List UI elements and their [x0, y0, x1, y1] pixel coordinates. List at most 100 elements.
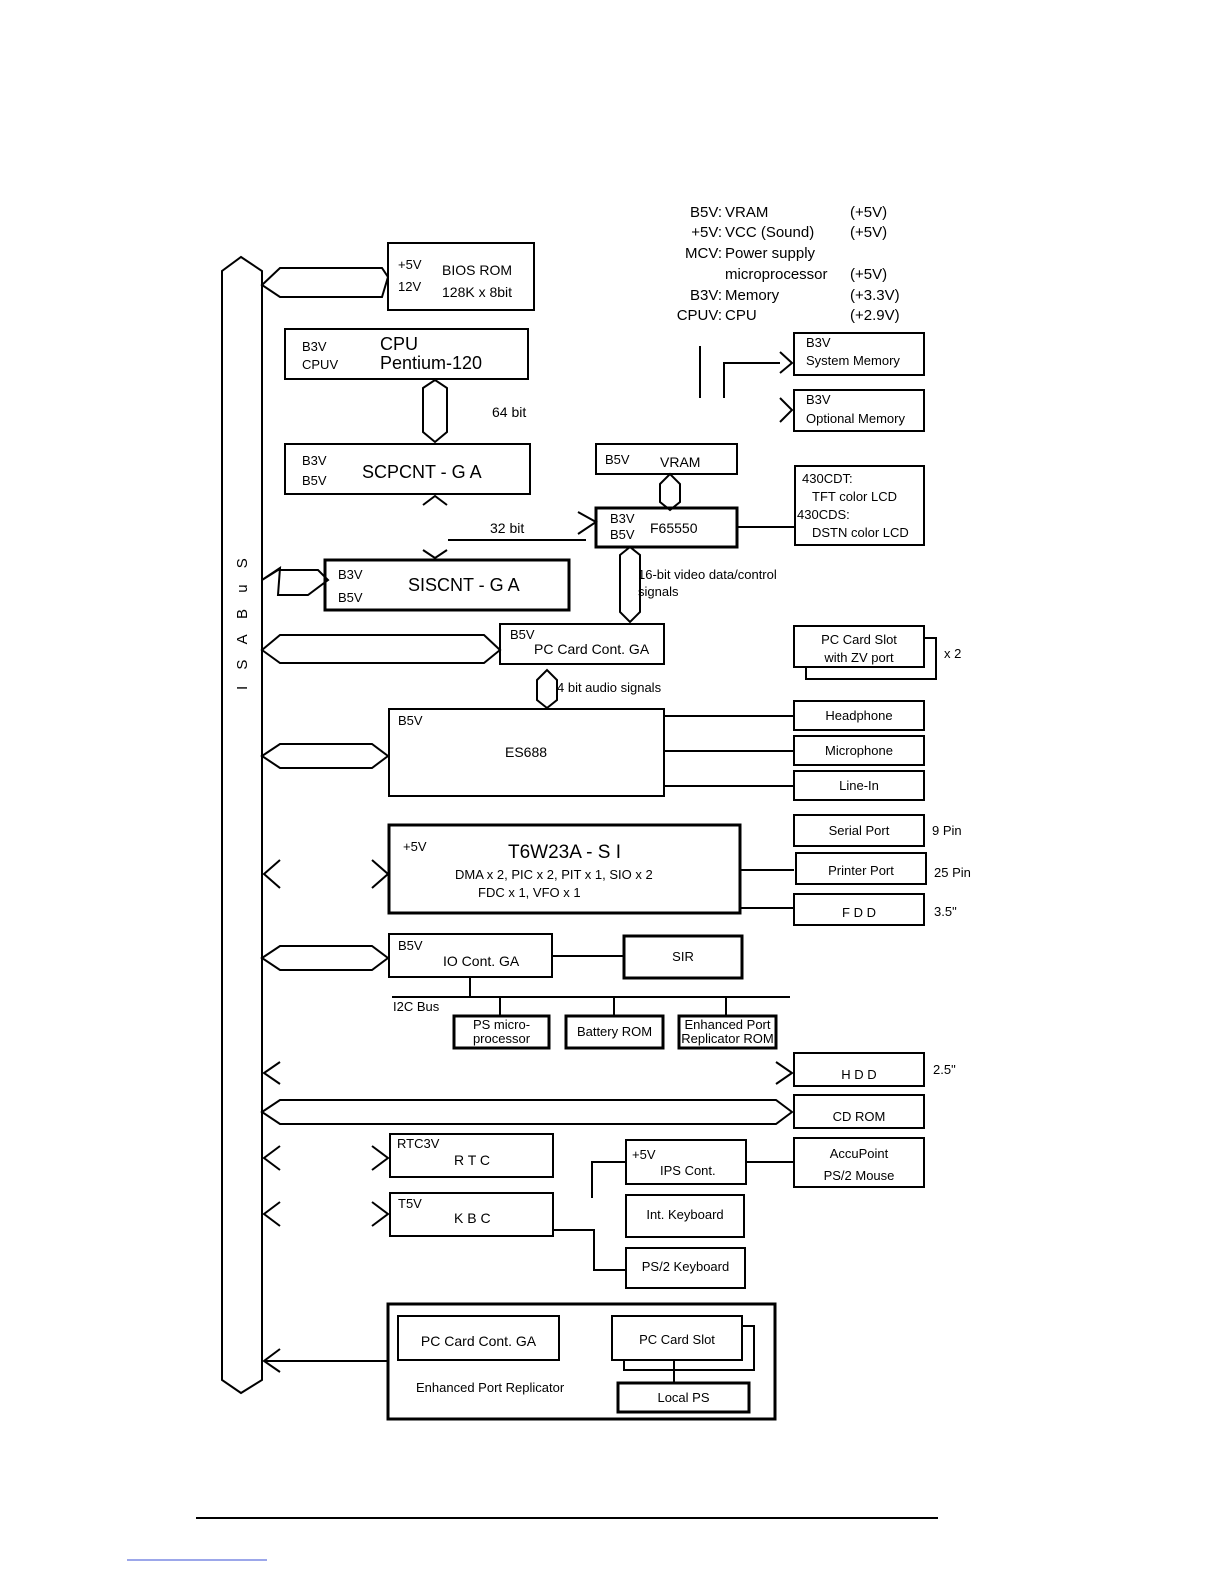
serial-port-label: Serial Port — [828, 823, 890, 838]
kbc-name: K B C — [454, 1210, 491, 1226]
legend-rail: CPUV: — [676, 307, 722, 324]
pccc-name: PC Card Cont. GA — [534, 641, 650, 657]
bus-arrow-rtc-r — [371, 1145, 390, 1171]
legend-desc: VRAM — [725, 204, 769, 221]
bus-arrow-io — [260, 945, 390, 971]
legend-volt: (+3.3V) — [850, 287, 900, 304]
bios-name: BIOS ROM — [442, 262, 513, 278]
hdd-box — [793, 1052, 925, 1087]
es688-box — [388, 708, 665, 797]
legend-rail: +5V: — [691, 224, 722, 241]
scpcnt-name: SCPCNT - G A — [362, 462, 482, 482]
bus-arrow-t6w-r — [371, 859, 390, 889]
f65550-name: F65550 — [650, 520, 698, 536]
epr-slot-label: PC Card Slot — [639, 1332, 715, 1347]
vram-p1: B5V — [605, 452, 630, 467]
legend-volt: (+2.9V) — [850, 307, 900, 324]
vram-name: VRAM — [660, 454, 701, 470]
cpu-sub: Pentium-120 — [380, 353, 483, 373]
legend-rail: B3V: — [690, 287, 722, 304]
pcslot-mult: x 2 — [944, 646, 962, 661]
optmem-name: Optional Memory — [806, 411, 905, 426]
epr-pccc-label: PC Card Cont. GA — [420, 1333, 537, 1349]
legend-desc: VCC (Sound) — [725, 224, 815, 241]
cpu-name: CPU — [380, 334, 419, 354]
sysmem-name: System Memory — [806, 353, 900, 368]
headphone-box — [793, 700, 925, 731]
iocont-name: IO Cont. GA — [443, 953, 520, 969]
epr-pccc-box — [397, 1315, 560, 1361]
bios-p1: +5V — [398, 257, 422, 272]
audio-sig-label: 4 bit audio signals — [557, 680, 662, 695]
bus-arrow-bios — [260, 267, 390, 298]
printer-port-label: Printer Port — [828, 863, 894, 878]
legend-desc: Memory — [725, 287, 780, 304]
sysmem-p1: B3V — [806, 335, 831, 350]
lcd-l3: 430CDS: — [797, 507, 850, 522]
legend-volt: (+5V) — [850, 224, 888, 241]
hdd-note: 2.5" — [933, 1062, 956, 1077]
es688-p1: B5V — [398, 713, 423, 728]
bus-arrow-hdd-r — [775, 1061, 794, 1085]
fdd-label: F D D — [842, 905, 876, 920]
sisont-name: SISCNT - G A — [408, 575, 520, 595]
bus-arrow-es688 — [260, 743, 390, 769]
optmem-p1: B3V — [806, 392, 831, 407]
cdrom-label: CD ROM — [832, 1109, 886, 1124]
bus32-label: 32 bit — [490, 520, 525, 536]
epr-rom-box — [677, 1014, 778, 1050]
psmicro-l2: processor — [472, 1031, 531, 1046]
ips-name: IPS Cont. — [660, 1163, 716, 1178]
lcd-l4: DSTN color LCD — [812, 525, 909, 540]
bus-arrow-rtc-l — [262, 1145, 281, 1171]
int-keyboard-box — [625, 1194, 745, 1238]
legend-volt: (+5V) — [850, 266, 888, 283]
local-ps-label: Local PS — [657, 1390, 710, 1405]
pc-card-cont-box — [499, 623, 665, 665]
epr-slot-box — [611, 1315, 743, 1361]
isa-bus-label: I S A B u S — [234, 552, 251, 690]
bios-sub: 128K x 8bit — [442, 284, 513, 300]
printer-port-note: 25 Pin — [934, 865, 971, 880]
ps-micro-box — [452, 1014, 551, 1050]
bus-arrow-sis — [261, 566, 330, 596]
microphone-label: Microphone — [825, 743, 893, 758]
epr-box — [386, 1302, 777, 1421]
cpu-p1: B3V — [302, 339, 327, 354]
fdd-box — [793, 893, 925, 926]
legend-desc: microprocessor — [725, 266, 828, 283]
bus-arrow-t6w-l — [262, 859, 281, 889]
lcd-l1: 430CDT: — [802, 471, 853, 486]
sir-box — [622, 934, 744, 980]
kbc-p1: T5V — [398, 1196, 422, 1211]
headphone-label: Headphone — [825, 708, 893, 723]
cpu-bus-label: 64 bit — [492, 404, 527, 420]
vram-link — [659, 472, 681, 512]
vram-box — [595, 443, 738, 475]
pcslot-l1: PC Card Slot — [821, 632, 897, 647]
sisont-p2: B5V — [338, 590, 363, 605]
ips-p1: +5V — [632, 1147, 656, 1162]
bus-arrow-hdd-l — [262, 1061, 281, 1085]
rtc-p1: RTC3V — [397, 1136, 440, 1151]
sir-label: SIR — [672, 949, 694, 964]
sisont-box — [323, 558, 571, 612]
bus-arrow-pccard — [260, 634, 502, 664]
cdrom-box — [793, 1094, 925, 1129]
rtc-name: R T C — [454, 1152, 491, 1168]
local-ps-box — [616, 1381, 751, 1414]
scpcnt-box — [284, 443, 531, 495]
epr-rom-l2: Replicator ROM — [681, 1031, 774, 1046]
battery-rom-box — [564, 1014, 665, 1050]
cpu-p2: CPUV — [302, 357, 339, 372]
optional-memory-box — [793, 389, 925, 432]
pc-card-slot-box — [793, 625, 925, 668]
audio-signal-bus — [536, 668, 558, 710]
t6w-p1: +5V — [403, 839, 427, 854]
bus-arrow-cdrom — [260, 1099, 794, 1125]
rtc-box — [389, 1133, 554, 1178]
system-memory-box — [793, 332, 925, 376]
serial-port-box — [793, 814, 925, 847]
bios-rom-box — [387, 242, 535, 311]
